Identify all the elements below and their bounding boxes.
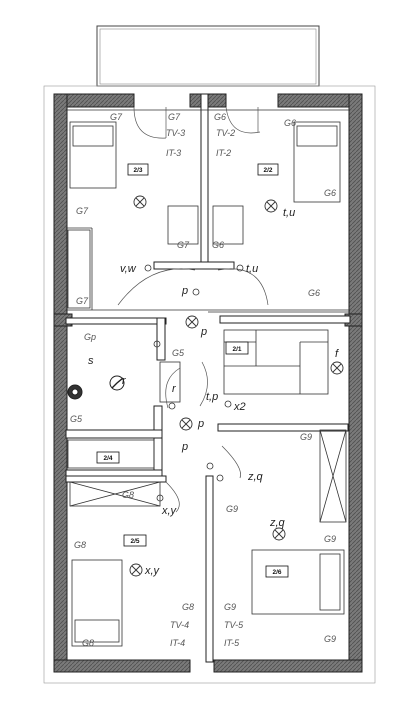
socket-g7-bed: G7 (76, 206, 89, 216)
balcony-inner (99, 28, 317, 85)
room-tag-2-5: 2/5 (130, 538, 139, 545)
code-p-door: p (181, 285, 188, 297)
outlet-it-4: IT-4 (170, 638, 185, 648)
socket-g8-wall: G8 (74, 540, 86, 550)
socket-g7-top: G7 (110, 112, 123, 122)
code-t-u-room: t,u (283, 207, 295, 219)
exterior-walls (53, 93, 363, 673)
balcony-outline (96, 25, 320, 87)
outer-guide-line (43, 85, 376, 684)
code-x-y-switch: x,y (161, 505, 178, 517)
room-tag-box-2-5 (123, 534, 147, 547)
code-v-w: v,w (120, 263, 137, 275)
outlet-tv-5: TV-5 (224, 620, 244, 630)
code-r-switch: r (172, 383, 177, 395)
door-swings (117, 106, 269, 513)
socket-g5-hall: G5 (172, 348, 185, 358)
light-fixtures (129, 195, 344, 577)
outlet-it-3: IT-3 (166, 148, 181, 158)
room-tag-box-2-3 (127, 163, 149, 176)
fan-fixtures (67, 375, 125, 400)
socket-g9-lower: G9 (224, 602, 236, 612)
socket-g6-upper: G6 (214, 112, 226, 122)
bed-room-2-2 (293, 121, 341, 203)
room-tag-2-6: 2/6 (272, 569, 281, 576)
switch-points (144, 264, 244, 502)
interior-walls (65, 93, 351, 663)
interior-lines (66, 109, 350, 523)
room-tag-box-2-2 (257, 163, 279, 176)
tv-it-outlets: TV-3 IT-3 TV-2 IT-2 TV-4 IT-4 TV-5 IT-5 (166, 128, 244, 648)
room-tag-box-2-6 (265, 565, 289, 578)
socket-g6-top: G6 (284, 118, 296, 128)
room-tag-2-4: 2/4 (103, 455, 112, 462)
socket-g9-corner: G9 (324, 634, 336, 644)
code-t-p: t,p (206, 391, 218, 403)
socket-g8-bed: G8 (82, 638, 94, 648)
socket-gp: Gp (84, 332, 96, 342)
code-z-q-room: z,q (269, 517, 286, 529)
outlet-tv-4: TV-4 (170, 620, 189, 630)
socket-g6-bottom: G6 (308, 288, 320, 298)
room-tag-2-1: 2/1 (232, 346, 241, 353)
outlet-it-2: IT-2 (216, 148, 231, 158)
bed-room-2-6 (251, 549, 345, 615)
socket-g7-upper: G7 (168, 112, 181, 122)
socket-g9-hall: G9 (226, 504, 238, 514)
room-tag-2-3: 2/3 (133, 167, 142, 174)
socket-g6-desk: G6 (212, 240, 224, 250)
outlet-it-5: IT-5 (224, 638, 240, 648)
code-f: f (335, 348, 339, 360)
bed-room-2-5 (71, 559, 123, 647)
socket-g6-bed: G6 (324, 188, 336, 198)
code-p-lower: p (197, 418, 204, 430)
socket-g9-bed: G9 (324, 534, 336, 544)
code-s: s (88, 355, 94, 367)
code-x2: x2 (233, 401, 246, 413)
socket-g7-bottom: G7 (76, 296, 89, 306)
socket-g8-lower: G8 (182, 602, 194, 612)
code-x-y-room: x,y (144, 565, 161, 577)
circuit-codes: v,w t,u t,u p p p p f r r s t,p x2 z,q x… (88, 207, 339, 577)
socket-g5-bath: G5 (70, 414, 83, 424)
room-tags: 2/3 2/2 2/1 2/4 2/5 2/6 (96, 163, 289, 578)
socket-labels: G7 G7 G7 G7 G7 G6 G6 G6 G6 G6 Gp G5 G5 G… (70, 112, 336, 648)
socket-g8-wardrobe: G8 (122, 490, 134, 500)
code-r-fan: r (122, 375, 127, 387)
socket-g9-room-2-6: G9 (300, 432, 312, 442)
room-tag-box-2-4 (96, 451, 120, 464)
code-t-u-door: t,u (246, 263, 258, 275)
room-tag-box-2-1 (225, 341, 249, 355)
code-p-hall: p (200, 326, 207, 338)
bed-room-2-3 (69, 121, 117, 189)
socket-g7-desk: G7 (177, 240, 190, 250)
code-p-switch: p (181, 441, 188, 453)
room-tag-2-2: 2/2 (263, 167, 272, 174)
outlet-tv-2: TV-2 (216, 128, 235, 138)
outlet-tv-3: TV-3 (166, 128, 185, 138)
code-z-q-switch: z,q (247, 471, 264, 483)
